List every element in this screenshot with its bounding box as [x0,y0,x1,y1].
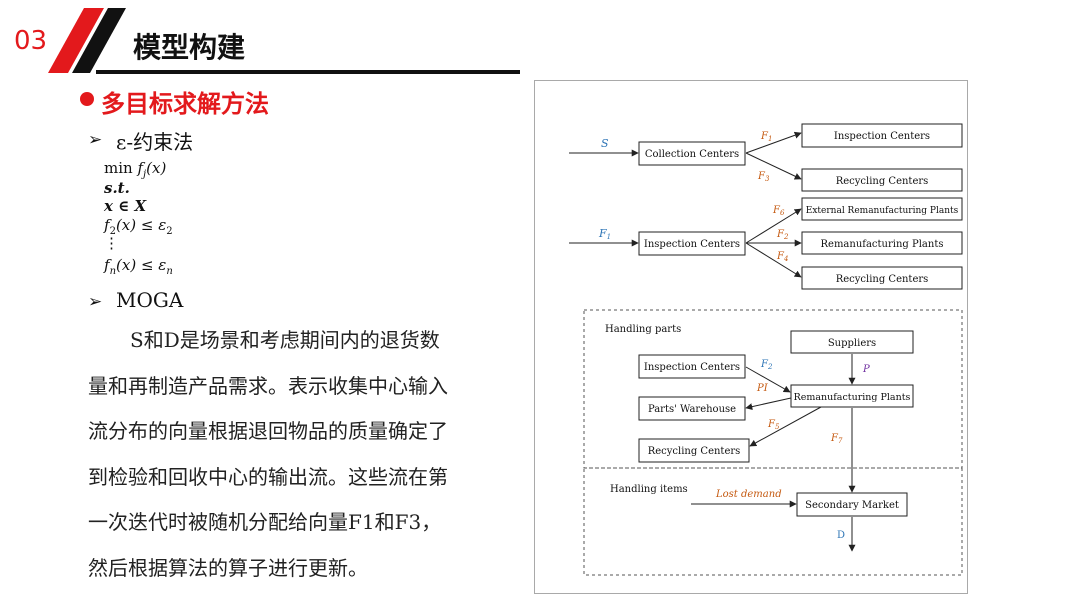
node-reman-plants-mid [801,231,963,255]
formula-st: s.t. [104,179,130,197]
node-suppliers [790,330,914,354]
arrow-inspection-to-recycling [745,242,802,278]
label-f2-low-f: F [760,359,769,370]
node-inspection-centers-mid [638,231,746,256]
node-recycling-centers-mid [801,266,963,290]
header-red-slash [48,8,104,73]
node-inspection-centers-top-label: Inspection Centers [834,131,930,142]
formula-fn: fn(x) ≤ εn [104,256,173,277]
flow-diagram-svg: S Collection Centers F1 F3 Inspection Ce… [569,123,963,576]
paragraph-line: 流分布的向量根据退回物品的质量确定了 [88,419,448,444]
label-f2-low-sub: 2 [767,363,773,371]
group-handling-items [583,467,963,576]
section-number: 03 [14,26,48,56]
arrow-collection-to-inspection [745,131,802,154]
node-reman-plants-low [790,384,914,408]
arrow-reman-to-warehouse [745,397,792,411]
label-f2: F2 [776,229,789,241]
label-lost-demand: Lost demand [715,489,782,500]
group-handling-parts-label: Handling parts [605,324,681,335]
method1-label: ε-约束法 [116,130,194,154]
node-recycling-centers-low-label: Recycling Centers [648,446,741,457]
label-f6-sub: 6 [780,209,785,217]
node-parts-warehouse [638,396,746,421]
header-black-slash [72,8,126,73]
bullet-dot-icon [80,92,94,106]
formula-objective: min fj(x) [104,159,167,180]
node-inspection-centers-low-label: Inspection Centers [644,362,740,373]
node-parts-warehouse-label: Parts' Warehouse [648,404,736,415]
label-f3-top-f: F [757,171,766,182]
arrow-bullet-icon: ➢ [88,292,103,312]
label-f6: F6 [772,205,785,217]
label-s: S [601,137,609,150]
node-collection-centers-label: Collection Centers [645,149,739,160]
formula-ellipsis: ⋮ [104,234,119,252]
label-f1-in-f: F [598,227,607,240]
label-p: P [862,364,870,375]
node-reman-plants-low-label: Remanufacturing Plants [794,392,911,403]
arrow-collection-to-recycling [745,152,802,180]
node-inspection-centers-low [638,354,746,379]
formula-f2: f2(x) ≤ ε2 [104,216,173,237]
label-f7-f: F [830,433,839,444]
paragraph-line: 到检验和回收中心的输出流。这些流在第 [88,464,448,489]
node-recycling-centers-low [638,438,750,463]
label-f5: F5 [767,419,780,431]
page-title: 模型构建 [133,31,246,64]
node-external-reman-label: External Remanufacturing Plants [806,206,959,216]
label-f2-low: F2 [760,359,773,371]
label-d: D [837,530,845,541]
node-inspection-centers-top [801,123,963,148]
node-recycling-centers-top [801,168,963,192]
label-f1-top-sub: 1 [768,135,772,143]
node-collection-centers [638,141,746,166]
label-f3-top: F3 [757,171,770,183]
label-f1-in-sub: 1 [607,233,611,241]
section-heading: 多目标求解方法 [101,90,269,118]
label-f1-in: F1 [598,227,611,241]
label-f1-top: F1 [760,131,772,143]
label-f7-sub: 7 [838,437,843,445]
paragraph-line-text: S和D是场景和考虑期间内的退货数 [130,328,440,352]
arrow-bullet-icon: ➢ [88,130,103,150]
header-graphic [48,8,520,74]
group-handling-items-label: Handling items [610,484,688,495]
arrow-reman-to-recycling-low [749,406,822,447]
label-f5-sub: 5 [775,423,780,431]
node-secondary-market-label: Secondary Market [805,500,899,511]
label-f3-top-sub: 3 [765,175,770,183]
paragraph-line: 然后根据算法的算子进行更新。 [88,555,368,580]
label-f6-f: F [772,205,781,216]
node-recycling-centers-mid-label: Recycling Centers [836,274,929,285]
header-rule [96,70,520,74]
group-handling-parts [583,309,963,469]
node-external-reman [801,197,963,221]
node-inspection-centers-mid-label: Inspection Centers [644,239,740,250]
node-secondary-market [796,492,908,517]
paragraph-line: 量和再制造产品需求。表示收集中心输入 [88,373,448,398]
arrow-inspection-to-external [745,208,802,244]
paragraph-line: S和D是场景和考虑期间内的退货数 [88,318,508,364]
label-f5-f: F [767,419,776,430]
label-f7: F7 [830,433,843,445]
label-f2-sub: 2 [783,233,789,241]
paragraph-line: 一次迭代时被随机分配给向量F1和F3， [88,510,442,535]
node-recycling-centers-top-label: Recycling Centers [836,176,929,187]
formula-x-in-X: x ∈ X [104,197,147,215]
label-pi: PI [756,383,769,394]
formula-min: min [104,159,133,177]
node-reman-plants-mid-label: Remanufacturing Plants [821,239,944,250]
description-paragraph: S和D是场景和考虑期间内的退货数 量和再制造产品需求。表示收集中心输入 流分布的… [88,318,508,592]
label-f4-f: F [776,251,785,262]
label-f4-sub: 4 [783,255,788,263]
label-f2-f: F [776,229,785,240]
label-f1-top-f: F [760,131,769,142]
arrow-inspection-to-reman-low [745,366,791,393]
node-suppliers-label: Suppliers [828,338,876,349]
flow-diagram: S Collection Centers F1 F3 Inspection Ce… [534,80,968,594]
method2-label: MOGA [116,288,184,312]
label-f4: F4 [776,251,788,263]
